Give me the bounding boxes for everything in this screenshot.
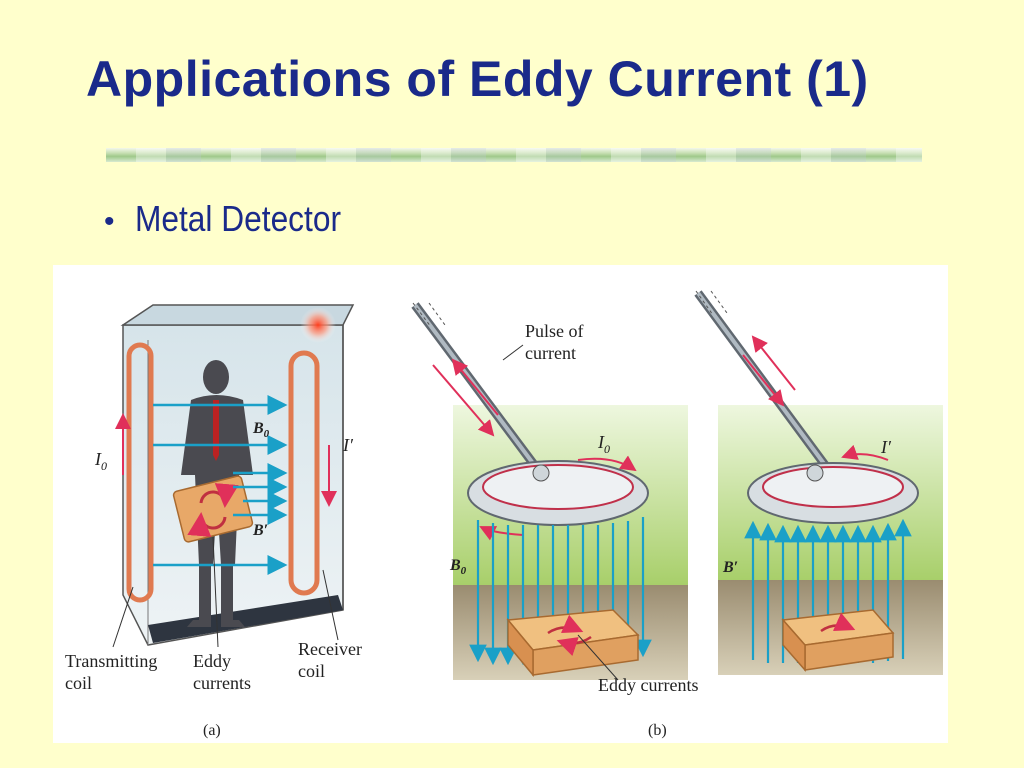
label-pulse-current: current	[525, 343, 576, 363]
bullet-dot: •	[104, 205, 115, 238]
figure-svg: I0 B0 B′ I′ Transmitting coil Eddy curre…	[65, 290, 943, 739]
label-receiver: Receiver	[298, 639, 362, 659]
label-i0: I0	[94, 449, 107, 473]
slide-title: Applications of Eddy Current (1)	[86, 51, 869, 107]
transmitting-coil-icon	[126, 342, 154, 603]
label-b0: B0	[449, 557, 467, 577]
caption-a: (a)	[203, 722, 221, 739]
label-b0: B0	[252, 420, 270, 440]
metal-detector-figure: I0 B0 B′ I′ Transmitting coil Eddy curre…	[53, 265, 948, 743]
title-divider	[106, 148, 922, 162]
label-receiver-coil: coil	[298, 661, 325, 681]
label-i0: I0	[597, 432, 610, 456]
label-bprime: B′	[722, 559, 738, 576]
label-iprime: I′	[342, 435, 354, 455]
label-eddy-currents: currents	[193, 673, 251, 693]
bullet-item: • Metal Detector	[104, 198, 369, 240]
buried-box-icon	[781, 609, 895, 672]
label-iprime: I′	[880, 437, 892, 457]
label-bprime: B′	[252, 522, 268, 539]
receiver-coil-icon	[288, 350, 320, 596]
label-transmitting-coil: coil	[65, 673, 92, 693]
field-arrows-b0	[153, 395, 288, 575]
label-eddy-currents: Eddy currents	[598, 675, 698, 695]
alarm-lamp-icon	[300, 307, 336, 343]
buried-box-icon	[506, 609, 640, 678]
label-pulse: Pulse of	[525, 321, 584, 341]
label-transmitting: Transmitting	[65, 651, 157, 671]
label-eddy: Eddy	[193, 651, 231, 671]
field-arrows-bprime	[233, 463, 288, 525]
panel-a: I0 B0 B′ I′ Transmitting coil Eddy curre…	[65, 304, 362, 739]
panel-b: Pulse of current I0 B0 I′ B′ Eddy curren…	[411, 290, 943, 739]
bullet-text: Metal Detector	[134, 198, 341, 239]
caption-b: (b)	[648, 722, 667, 739]
